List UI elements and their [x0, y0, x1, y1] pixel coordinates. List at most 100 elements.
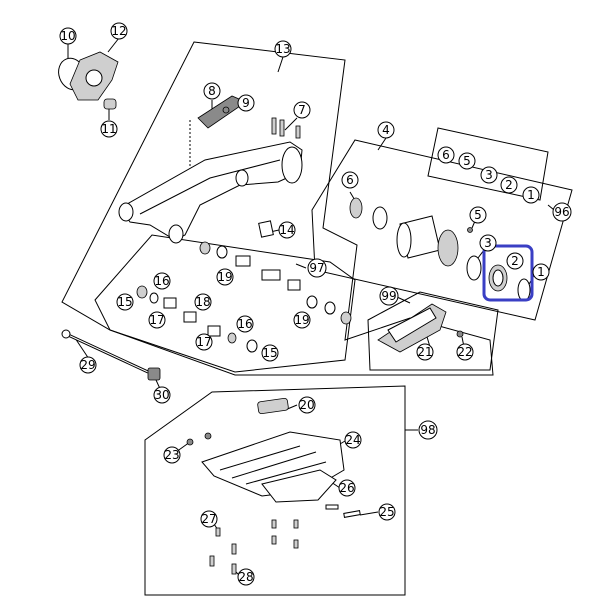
svg-text:5: 5: [463, 154, 471, 168]
sleeve-97-d: [163, 297, 177, 309]
kit-96-outline: [427, 127, 549, 201]
bolt-part-27b: [271, 519, 277, 529]
bush-97-g: [149, 292, 159, 304]
skid-plate-ribs: [219, 445, 327, 485]
callout-1[interactable]: 1: [532, 263, 550, 281]
svg-text:2: 2: [511, 254, 519, 268]
callout-99[interactable]: 99: [379, 286, 399, 306]
bush-97-c: [306, 295, 318, 309]
callout-13[interactable]: 13: [274, 40, 292, 58]
rubber-pad-part-20: [257, 397, 289, 415]
callout-14[interactable]: 14: [278, 221, 296, 239]
screw-part-22: [456, 330, 464, 338]
bush-97-a: [199, 241, 211, 255]
svg-text:9: 9: [242, 96, 250, 110]
svg-text:25: 25: [379, 505, 394, 519]
callout-4[interactable]: 4: [377, 121, 395, 139]
callout-16b[interactable]: 16: [236, 315, 254, 333]
callout-98[interactable]: 98: [418, 420, 438, 440]
bearing-part-2-inner: [492, 269, 504, 287]
svg-text:1: 1: [527, 188, 535, 202]
sleeve-97-f: [207, 325, 221, 337]
svg-text:2: 2: [505, 178, 513, 192]
callout-18[interactable]: 18: [194, 293, 212, 311]
bearing-group-outline: [311, 139, 573, 321]
callout-9[interactable]: 9: [237, 94, 255, 112]
callouts: 10 12 11 13 8 9 7 4 6 5 3 2 1 96 14 97 1…: [59, 22, 572, 586]
seal-part-1: [517, 278, 531, 302]
bolt-part-28c: [231, 563, 237, 575]
kit-96-item-6[interactable]: 6: [437, 146, 455, 164]
callout-15b[interactable]: 15: [261, 344, 279, 362]
chain-guide-body: [387, 307, 437, 343]
callout-17b[interactable]: 17: [195, 333, 213, 351]
bushing-part-11: [103, 98, 117, 110]
callout-10[interactable]: 10: [59, 27, 77, 45]
callout-12[interactable]: 12: [110, 22, 128, 40]
callout-20[interactable]: 20: [298, 396, 316, 414]
callout-19b[interactable]: 19: [293, 311, 311, 329]
svg-text:5: 5: [474, 208, 482, 222]
callout-19a[interactable]: 19: [216, 268, 234, 286]
kit-96-item-1[interactable]: 1: [522, 186, 540, 204]
callout-2[interactable]: 2: [506, 252, 524, 270]
kit-96-item-3[interactable]: 3: [480, 166, 498, 184]
svg-text:4: 4: [382, 123, 390, 137]
callout-6[interactable]: 6: [341, 171, 359, 189]
svg-text:28: 28: [238, 570, 253, 584]
svg-text:3: 3: [484, 236, 492, 250]
callout-30[interactable]: 30: [153, 386, 171, 404]
callout-24[interactable]: 24: [344, 431, 362, 449]
callout-96[interactable]: 96: [552, 202, 572, 222]
callout-16a[interactable]: 16: [153, 272, 171, 290]
svg-text:13: 13: [275, 42, 290, 56]
screw-part-23: [186, 438, 194, 446]
callout-3[interactable]: 3: [479, 234, 497, 252]
callout-26[interactable]: 26: [338, 479, 356, 497]
bolt-part-27a: [215, 527, 221, 537]
svg-text:98: 98: [420, 423, 435, 437]
grease-nipple-part-5: [467, 227, 473, 233]
callout-15a[interactable]: 15: [116, 293, 134, 311]
callout-8[interactable]: 8: [203, 82, 221, 100]
callout-23[interactable]: 23: [163, 446, 181, 464]
callout-27[interactable]: 27: [200, 510, 218, 528]
svg-text:17: 17: [196, 335, 211, 349]
callout-5[interactable]: 5: [469, 206, 487, 224]
bush-97-h: [227, 332, 237, 344]
bush-97-f: [136, 285, 148, 299]
callout-28[interactable]: 28: [237, 568, 255, 586]
svg-text:12: 12: [111, 24, 126, 38]
pivot-sleeve-end: [396, 222, 412, 258]
bolt-part-25: [343, 510, 361, 518]
svg-text:15: 15: [262, 346, 277, 360]
sleeve-97-a: [235, 255, 251, 267]
kit-96-item-5[interactable]: 5: [458, 152, 476, 170]
svg-text:6: 6: [442, 148, 450, 162]
swingarm-shock-mount: [235, 169, 249, 187]
axle-head: [61, 329, 71, 339]
bolt-part-27e: [293, 539, 299, 549]
callout-97[interactable]: 97: [307, 258, 327, 278]
svg-text:96: 96: [554, 205, 569, 219]
svg-text:10: 10: [60, 29, 75, 43]
nut-part-30: [147, 367, 161, 381]
kit-96-item-2[interactable]: 2: [500, 176, 518, 194]
callout-7[interactable]: 7: [293, 101, 311, 119]
callout-21[interactable]: 21: [416, 343, 434, 361]
bolt-part-25b: [325, 504, 339, 510]
bush-97-e: [340, 311, 352, 325]
highlight-box-part-2[interactable]: [482, 244, 534, 302]
callout-17a[interactable]: 17: [148, 311, 166, 329]
callout-22[interactable]: 22: [456, 343, 474, 361]
svg-text:7: 7: [298, 103, 306, 117]
bolt-part-7c: [295, 125, 301, 139]
bearing-ring-a: [372, 206, 388, 230]
svg-text:19: 19: [294, 313, 309, 327]
callout-29[interactable]: 29: [79, 356, 97, 374]
bolt-part-27d: [271, 535, 277, 545]
svg-text:97: 97: [309, 261, 324, 275]
callout-11[interactable]: 11: [100, 120, 118, 138]
callout-25[interactable]: 25: [378, 503, 396, 521]
svg-text:16: 16: [154, 274, 169, 288]
